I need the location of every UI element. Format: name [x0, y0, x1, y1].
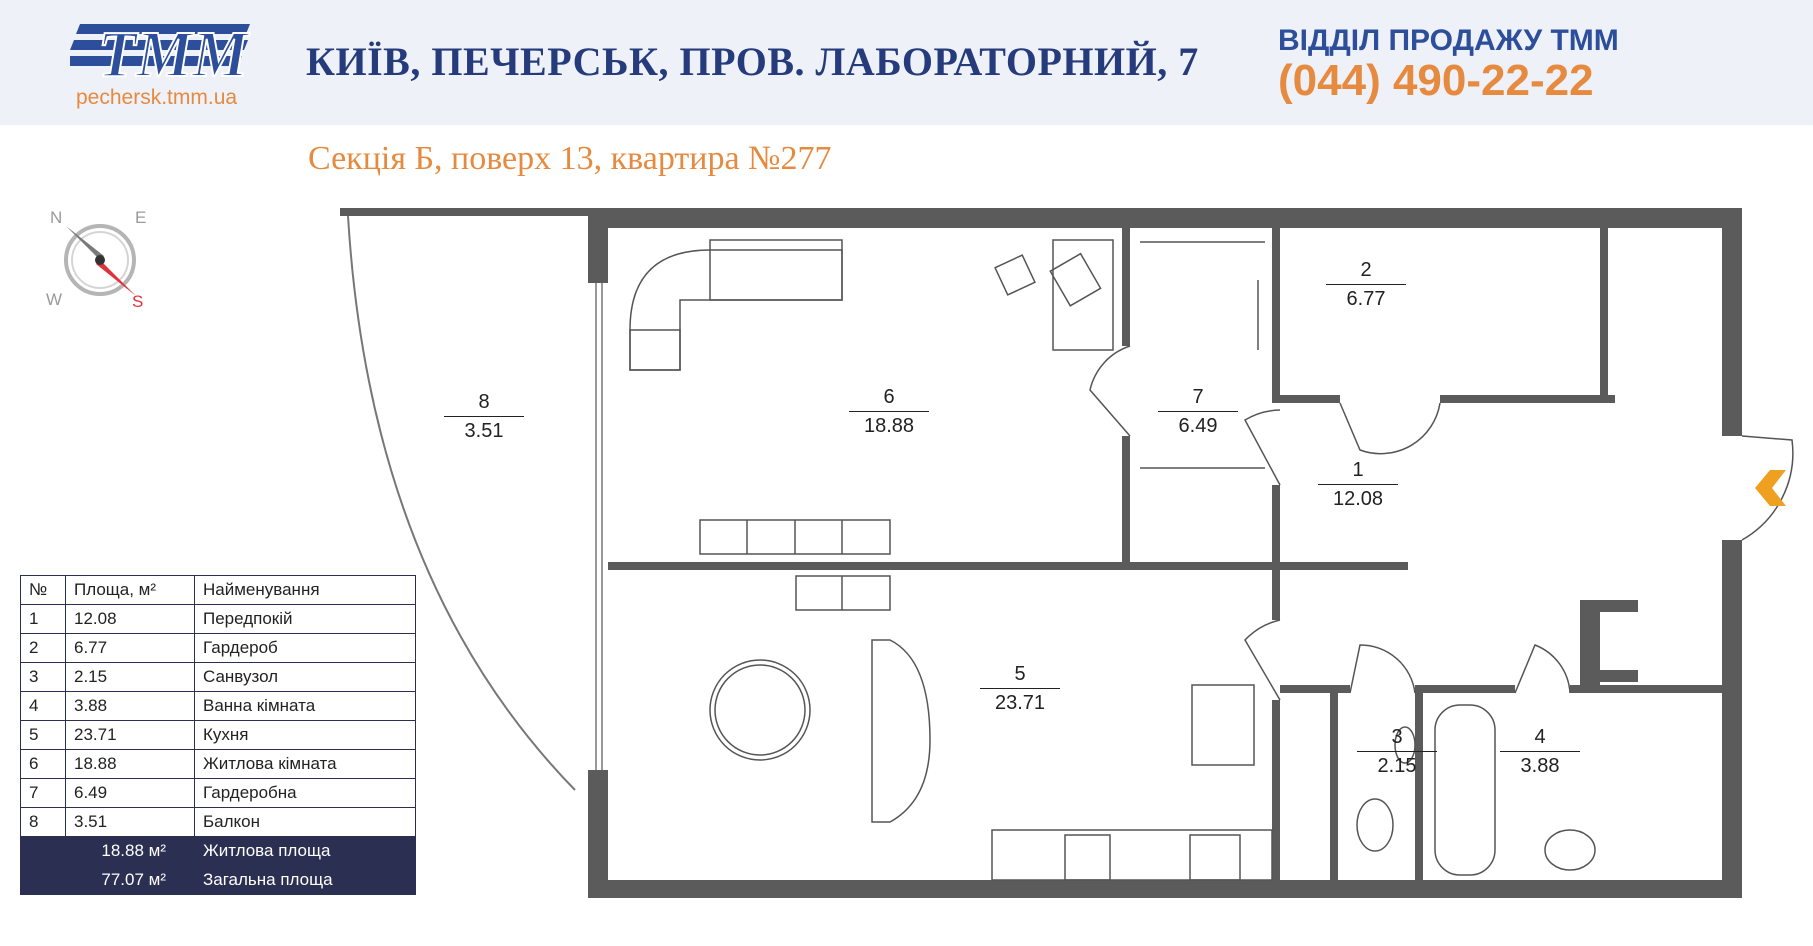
- total-area-label: Загальна площа: [194, 865, 416, 895]
- wall-right-lower: [1722, 540, 1742, 898]
- address-title: КИЇВ, ПЕЧЕРСЬК, ПРОВ. ЛАБОРАТОРНИЙ, 7: [306, 39, 1199, 84]
- logo-text: TMM: [98, 18, 250, 88]
- compass-s: S: [132, 292, 144, 311]
- wall-2-bottom-a: [1280, 395, 1340, 403]
- table-header-row: № Площа, м² Найменування: [20, 575, 416, 605]
- wall-top: [588, 208, 1742, 228]
- door-entrance: [1741, 435, 1794, 541]
- balcony-wall-top: [340, 208, 588, 216]
- total-area-row: 77.07 м² Загальна площа: [20, 865, 416, 895]
- living-area-row: 18.88 м² Житлова площа: [20, 836, 416, 866]
- wall-7-2: [1272, 228, 1280, 403]
- bathtub: [1434, 704, 1496, 876]
- wall-left-upper: [588, 208, 608, 283]
- sales-label: ВІДДІЛ ПРОДАЖУ ТММ: [1278, 24, 1619, 57]
- compass-e: E: [135, 208, 147, 227]
- wall-2-bottom-b: [1440, 395, 1615, 403]
- wall-wc-top-b: [1415, 685, 1515, 693]
- door-bath: [1514, 644, 1571, 694]
- sofa-corner: [629, 249, 843, 371]
- door-7: [1244, 409, 1281, 486]
- total-area-value: 77.07 м²: [20, 865, 195, 895]
- col-area: Площа, м²: [65, 575, 195, 605]
- wall-6-5: [608, 562, 1408, 570]
- wall-6-7-lower: [1122, 436, 1130, 570]
- site-url[interactable]: pechersk.tmm.ua: [76, 86, 238, 109]
- sink-bath: [1544, 829, 1596, 871]
- toilet: [1356, 798, 1394, 852]
- door-6: [1089, 345, 1131, 437]
- fridge: [1191, 684, 1255, 766]
- wall-wc-bath: [1415, 685, 1423, 885]
- kitchen-counter: [991, 829, 1273, 881]
- cabinet-5: [795, 575, 891, 611]
- wall-7-1-lower: [1272, 485, 1280, 570]
- compass-icon: [64, 224, 136, 296]
- sink-wc: [1394, 726, 1416, 764]
- wall-6-7-upper: [1122, 228, 1130, 346]
- col-name: Найменування: [194, 575, 416, 605]
- logo[interactable]: TMM pechersk.tmm.ua: [70, 18, 270, 118]
- living-area-value: 18.88 м²: [20, 836, 195, 866]
- tmm-logo-icon: TMM: [70, 18, 251, 88]
- shaft-bottom: [1580, 670, 1638, 682]
- living-area-label: Житлова площа: [194, 836, 416, 866]
- apartment-subtitle: Секція Б, поверх 13, квартира №277: [308, 140, 832, 177]
- wall-wc-top-a: [1280, 685, 1350, 693]
- wall-2-right: [1600, 228, 1608, 403]
- door-1-5: [1244, 619, 1281, 701]
- compass-w: W: [46, 290, 63, 309]
- desk: [1052, 239, 1114, 351]
- compass-n: N: [50, 208, 63, 227]
- wall-wc-left: [1330, 693, 1338, 885]
- shaft-top: [1580, 600, 1638, 612]
- col-num: №: [20, 575, 66, 605]
- header-band: TMM pechersk.tmm.ua КИЇВ, ПЕЧЕРСЬК, ПРОВ…: [0, 0, 1813, 125]
- wall-bath-top: [1570, 685, 1722, 693]
- sales-phone[interactable]: (044) 490-22-22: [1278, 56, 1594, 105]
- dining-table: [709, 659, 811, 761]
- wall-left-lower: [588, 770, 608, 890]
- door-wc: [1349, 644, 1416, 694]
- compass: N E W S: [40, 200, 160, 320]
- wall-bottom: [588, 880, 1742, 898]
- wall-1-5-lower: [1272, 700, 1280, 885]
- wall-1-5-upper: [1272, 570, 1280, 620]
- floor-plan-drawing: [340, 208, 1794, 898]
- sofa-kitchen: [871, 639, 931, 823]
- wall-right-upper: [1722, 208, 1742, 436]
- shaft-right: [1580, 600, 1600, 690]
- door-2: [1339, 402, 1441, 455]
- balcony-arc: [347, 215, 576, 791]
- entrance-arrow-icon: [1755, 470, 1786, 506]
